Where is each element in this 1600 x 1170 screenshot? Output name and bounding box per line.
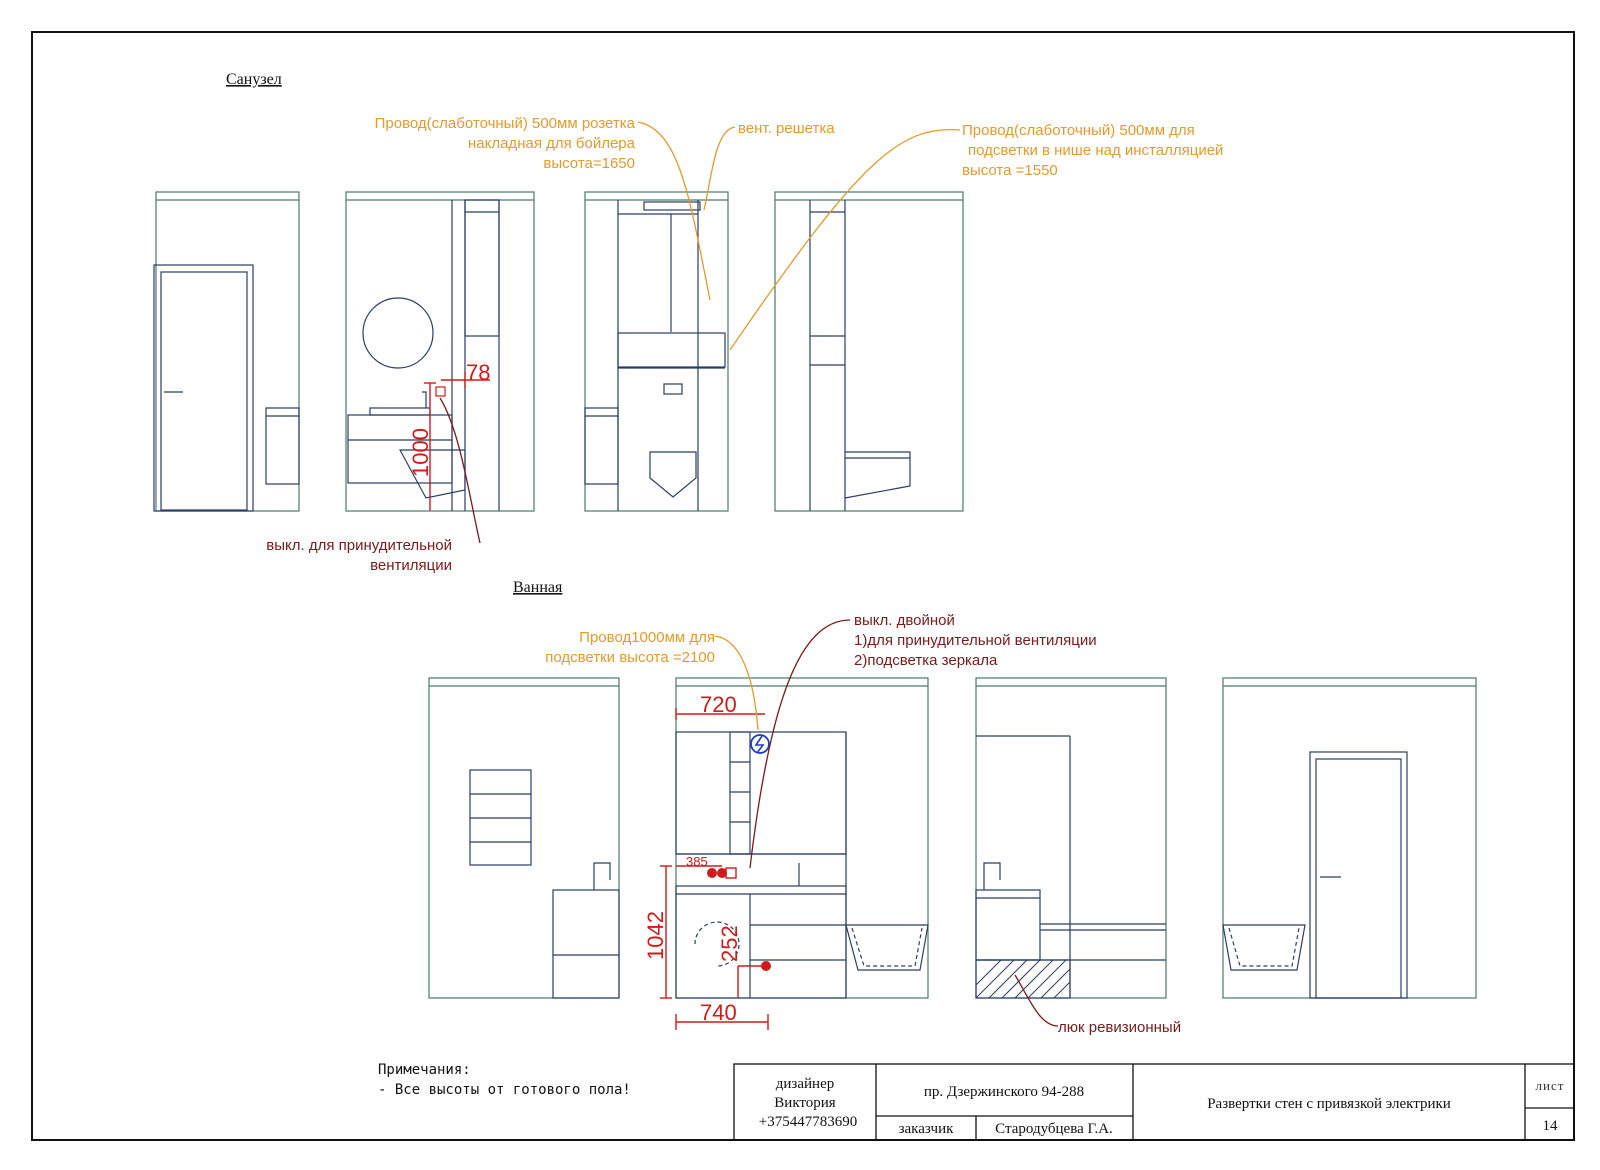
label-boiler-wire-1: Провод(слаботочный) 500мм розетка bbox=[375, 115, 636, 132]
lighting-wire-icon bbox=[750, 734, 770, 754]
label-double-switch-3: 2)подсветка зеркала bbox=[854, 652, 998, 669]
stamp-client-label: заказчик bbox=[899, 1121, 954, 1137]
label-vent-grill: вент. решетка bbox=[738, 120, 835, 137]
label-hatch: люк ревизионный bbox=[1058, 1019, 1181, 1036]
dim-385: 385 bbox=[686, 854, 708, 869]
bath-section-title: Ванная bbox=[513, 579, 563, 596]
bath-elevation-door bbox=[1222, 677, 1477, 999]
stamp-designer-phone: +375447783690 bbox=[759, 1114, 857, 1130]
wc-elevation-side bbox=[774, 191, 964, 512]
label-vent-switch-1: выкл. для принудительной bbox=[266, 537, 452, 554]
wc-elevation-installation bbox=[584, 191, 729, 512]
socket-dot-1 bbox=[707, 868, 717, 878]
stamp-designer-name: Виктория bbox=[774, 1095, 836, 1111]
label-vent-switch-2: вентиляции bbox=[370, 557, 452, 574]
dim-720: 720 bbox=[700, 692, 737, 717]
dim-1000: 1000 bbox=[408, 428, 433, 477]
title-block: дизайнер Виктория +375447783690 пр. Дзер… bbox=[733, 1063, 1575, 1141]
wc-elevation-door bbox=[153, 191, 300, 512]
wc-section-title: Санузел bbox=[226, 71, 282, 88]
wc-dimensions: 78 1000 bbox=[408, 360, 490, 511]
label-bath-wire-2: подсветки высота =2100 bbox=[545, 649, 715, 666]
dim-78: 78 bbox=[466, 360, 490, 385]
dim-1042: 1042 bbox=[643, 911, 668, 960]
hatch-pattern bbox=[975, 959, 1071, 999]
label-niche-wire-3: высота =1550 bbox=[962, 162, 1058, 179]
stamp-sheet-number: 14 bbox=[1543, 1118, 1559, 1134]
socket-dot-2 bbox=[717, 868, 727, 878]
wc-annotations: Провод(слаботочный) 500мм розетка наклад… bbox=[266, 115, 1223, 574]
label-niche-wire-2: подсветки в нише над инсталляцией bbox=[968, 142, 1223, 159]
socket-dot-3 bbox=[761, 961, 771, 971]
notes-line-1: - Все высоты от готового пола! bbox=[378, 1082, 631, 1098]
bath-elevation-vanity bbox=[675, 677, 929, 999]
label-boiler-wire-2: накладная для бойлера bbox=[468, 135, 636, 152]
stamp-address: пр. Дзержинского 94-288 bbox=[924, 1084, 1084, 1100]
label-double-switch-2: 1)для принудительной вентиляции bbox=[854, 632, 1097, 649]
sheet-frame bbox=[31, 31, 1575, 1141]
bath-elevation-radiator bbox=[428, 677, 620, 999]
wc-elevation-sink bbox=[345, 191, 535, 512]
bath-elevation-hatch bbox=[975, 677, 1167, 999]
label-boiler-wire-3: высота=1650 bbox=[543, 155, 635, 172]
stamp-sheet-label: лист bbox=[1536, 1078, 1565, 1093]
stamp-sheet-title: Развертки стен с привязкой электрики bbox=[1207, 1096, 1451, 1112]
dim-740: 740 bbox=[700, 1000, 737, 1025]
stamp-designer-role: дизайнер bbox=[776, 1076, 834, 1092]
label-niche-wire-1: Провод(слаботочный) 500мм для bbox=[962, 122, 1195, 139]
label-double-switch-1: выкл. двойной bbox=[854, 612, 955, 629]
bath-annotations: Провод1000мм для подсветки высота =2100 … bbox=[545, 612, 1181, 1036]
bath-dimensions: 720 385 1042 252 740 bbox=[643, 692, 771, 1030]
switch-box bbox=[725, 867, 737, 879]
stamp-client-name: Стародубцева Г.А. bbox=[995, 1121, 1113, 1137]
dim-252: 252 bbox=[717, 925, 742, 962]
label-bath-wire-1: Провод1000мм для bbox=[579, 629, 715, 646]
notes-title: Примечания: bbox=[378, 1062, 471, 1078]
